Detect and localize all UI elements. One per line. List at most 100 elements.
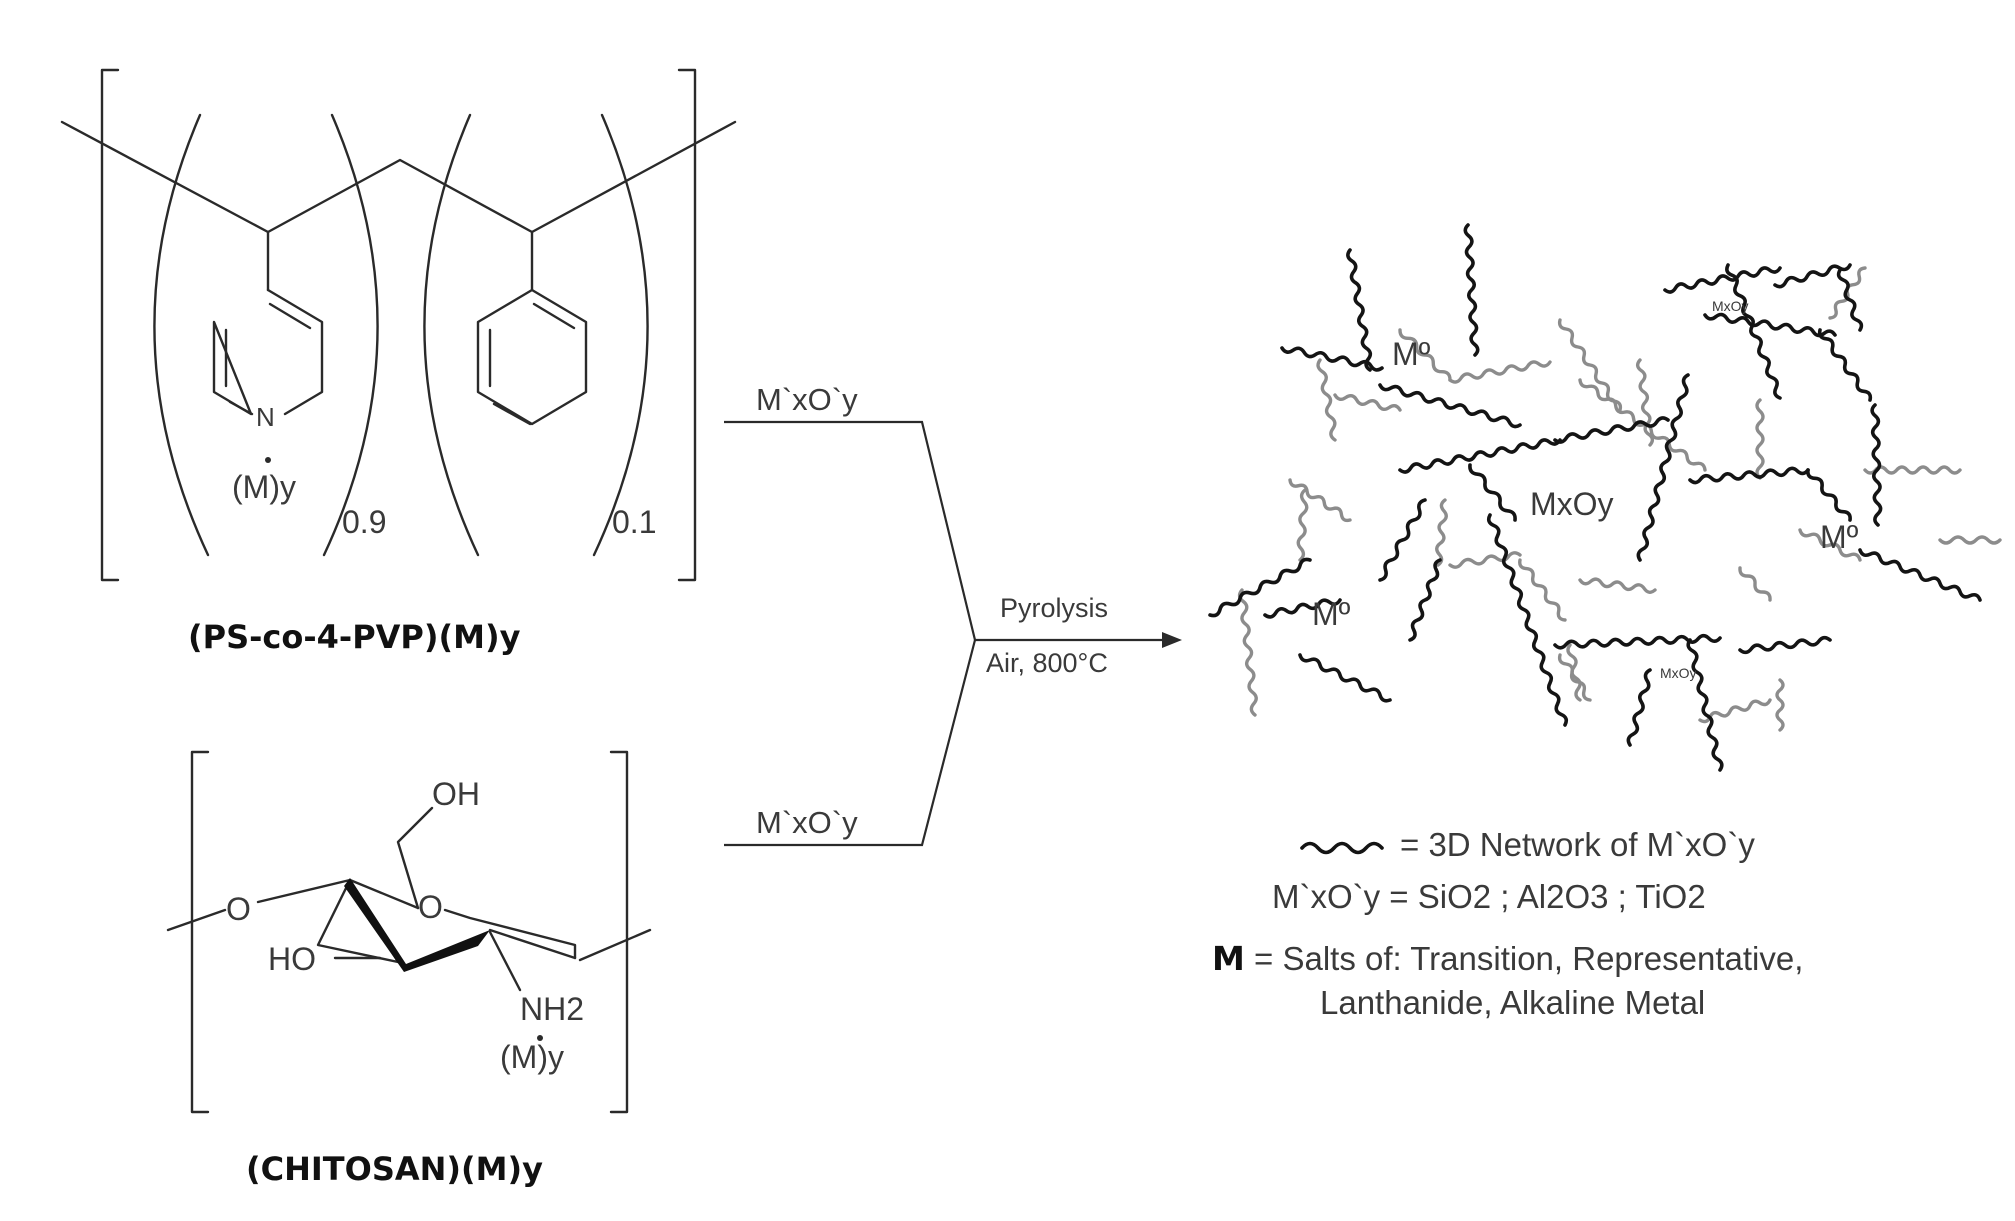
grey-chain-6 bbox=[1578, 378, 1707, 472]
black-chain-27 bbox=[1626, 668, 1652, 747]
chitosan-left-link bbox=[166, 908, 227, 932]
polymer-chitosan: O O OH HO NH2 (M)y (CHITOSAN)(M)y bbox=[166, 750, 652, 1188]
mxoy-label-small-bottom: MxOy bbox=[1660, 665, 1697, 681]
pvp-metal-label: (M)y bbox=[232, 469, 296, 505]
black-chain-7 bbox=[1553, 416, 1670, 444]
grey-chain-8 bbox=[1828, 266, 1867, 320]
black-chain-2 bbox=[1346, 248, 1373, 372]
grey-chain-19 bbox=[1518, 558, 1567, 622]
black-chain-19 bbox=[1858, 548, 1982, 602]
left-paren-ps-close bbox=[592, 113, 649, 557]
grey-chain-14 bbox=[1288, 478, 1352, 523]
reagent-bottom: M`xO`y bbox=[756, 805, 858, 840]
legend-line-1: = 3D Network of M`xO`y bbox=[1400, 826, 1755, 863]
ring-front-edge bbox=[488, 928, 577, 960]
black-chain-3 bbox=[1463, 223, 1480, 357]
left-paren-pvp-close bbox=[322, 113, 379, 557]
black-chain-8 bbox=[1636, 373, 1690, 562]
grey-chain-23 bbox=[1775, 678, 1785, 732]
grey-chain-24 bbox=[1557, 653, 1592, 702]
black-chain-15 bbox=[1817, 328, 1873, 402]
polymer1-name: (PS-co-4-PVP)(M)y bbox=[188, 618, 521, 656]
black-chain-11 bbox=[1725, 263, 1782, 400]
black-chain-17 bbox=[1688, 466, 1810, 485]
reagent-top: M`xO`y bbox=[756, 382, 858, 417]
legend: = 3D Network of M`xO`y M`xO`y = SiO2 ; A… bbox=[1212, 826, 1803, 1021]
grey-chain-4 bbox=[1398, 328, 1452, 382]
black-chain-16 bbox=[1870, 403, 1883, 527]
left-square-bracket bbox=[100, 68, 120, 582]
legend-line-4: Lanthanide, Alkaline Metal bbox=[1320, 984, 1705, 1021]
chitosan-metal-label: (M)y bbox=[500, 1039, 564, 1075]
right-square-bracket bbox=[677, 68, 697, 582]
reaction-arrows: M`xO`y M`xO`y Pyrolysis Air, 800°C bbox=[724, 382, 1182, 847]
pyranose-bold-edge bbox=[344, 878, 490, 972]
black-chain-25 bbox=[1553, 633, 1722, 650]
black-chain-10 bbox=[1663, 266, 1782, 294]
mo-label-left: Mº bbox=[1312, 596, 1351, 632]
black-chain-21 bbox=[1263, 598, 1342, 619]
grey-chains bbox=[1237, 266, 2002, 732]
grey-chain-17 bbox=[1435, 498, 1448, 567]
chitosan-right-bracket bbox=[609, 750, 629, 1114]
condition-temperature: Air, 800°C bbox=[986, 648, 1108, 678]
n-coordination-dot bbox=[265, 457, 271, 463]
chitosan-oh: OH bbox=[432, 776, 480, 812]
ring-oxygen: O bbox=[418, 889, 443, 925]
top-feed-line bbox=[724, 420, 977, 641]
chitosan-right-link bbox=[578, 928, 652, 962]
grey-chain-2 bbox=[1316, 358, 1337, 442]
black-chain-18 bbox=[1806, 468, 1852, 522]
black-chain-22 bbox=[1298, 653, 1392, 703]
mo-label-top: Mº bbox=[1392, 336, 1431, 372]
black-chain-5 bbox=[1398, 438, 1562, 474]
polymer-backbone bbox=[60, 120, 737, 234]
grey-chain-13 bbox=[1738, 566, 1772, 602]
polymer-ps-co-pvp: N (M)y 0.9 0.1 (PS-co-4-PVP)(M)y bbox=[60, 68, 737, 656]
chitosan-link-o: O bbox=[226, 891, 251, 927]
grey-chain-18 bbox=[1448, 551, 1522, 569]
black-chain-4 bbox=[1378, 383, 1522, 429]
black-chain-20 bbox=[1208, 557, 1312, 618]
pyridine-ring bbox=[212, 288, 324, 416]
chitosan-left-bracket bbox=[190, 750, 210, 1114]
grey-chain-11 bbox=[1938, 535, 2002, 545]
grey-chain-12 bbox=[1798, 528, 1862, 562]
chitosan-nh2: NH2 bbox=[520, 991, 584, 1027]
left-paren-ps-open bbox=[423, 113, 480, 557]
pyridine-double-bonds bbox=[224, 302, 312, 416]
grey-chain-7 bbox=[1635, 358, 1655, 447]
chitosan-ho: HO bbox=[268, 941, 316, 977]
legend-line-2: M`xO`y = SiO2 ; Al2O3 ; TiO2 bbox=[1272, 878, 1706, 915]
black-chain-28 bbox=[1738, 635, 1832, 655]
legend-m-bold: M bbox=[1212, 939, 1245, 978]
left-paren-pvp-open bbox=[153, 113, 210, 557]
black-chain-24 bbox=[1408, 558, 1442, 642]
black-chains bbox=[1208, 223, 1982, 772]
grey-chain-21 bbox=[1578, 577, 1657, 594]
grey-chain-15 bbox=[1237, 588, 1258, 717]
condition-pyrolysis: Pyrolysis bbox=[1000, 593, 1108, 623]
legend-m-definition: = Salts of: Transition, Representative, bbox=[1245, 940, 1804, 977]
nh2-bond bbox=[488, 930, 522, 992]
mo-label-right: Mº bbox=[1820, 519, 1859, 555]
pyridine-n: N bbox=[256, 402, 275, 432]
oxide-network: Mº Mº Mº MxOy MxOy MxOy bbox=[1208, 223, 2002, 772]
black-chain-23 bbox=[1378, 498, 1427, 582]
benzene-double-bonds bbox=[488, 302, 576, 426]
grey-chain-16 bbox=[1296, 488, 1309, 562]
benzene-ring bbox=[476, 288, 588, 426]
black-chain-12 bbox=[1703, 312, 1837, 338]
polymer2-name: (CHITOSAN)(M)y bbox=[246, 1150, 543, 1188]
black-chain-14 bbox=[1836, 268, 1864, 332]
legend-line-3: M = Salts of: Transition, Representative… bbox=[1212, 939, 1803, 978]
black-chain-9 bbox=[1486, 513, 1569, 727]
main-arrow-head bbox=[1162, 632, 1182, 648]
bottom-feed-line bbox=[724, 639, 977, 847]
fraction-ps: 0.1 bbox=[612, 504, 656, 540]
legend-wavy-line-icon bbox=[1300, 841, 1384, 855]
grey-chain-9 bbox=[1755, 398, 1765, 480]
black-chain-26 bbox=[1686, 638, 1724, 772]
ch2oh-bond bbox=[396, 806, 434, 910]
